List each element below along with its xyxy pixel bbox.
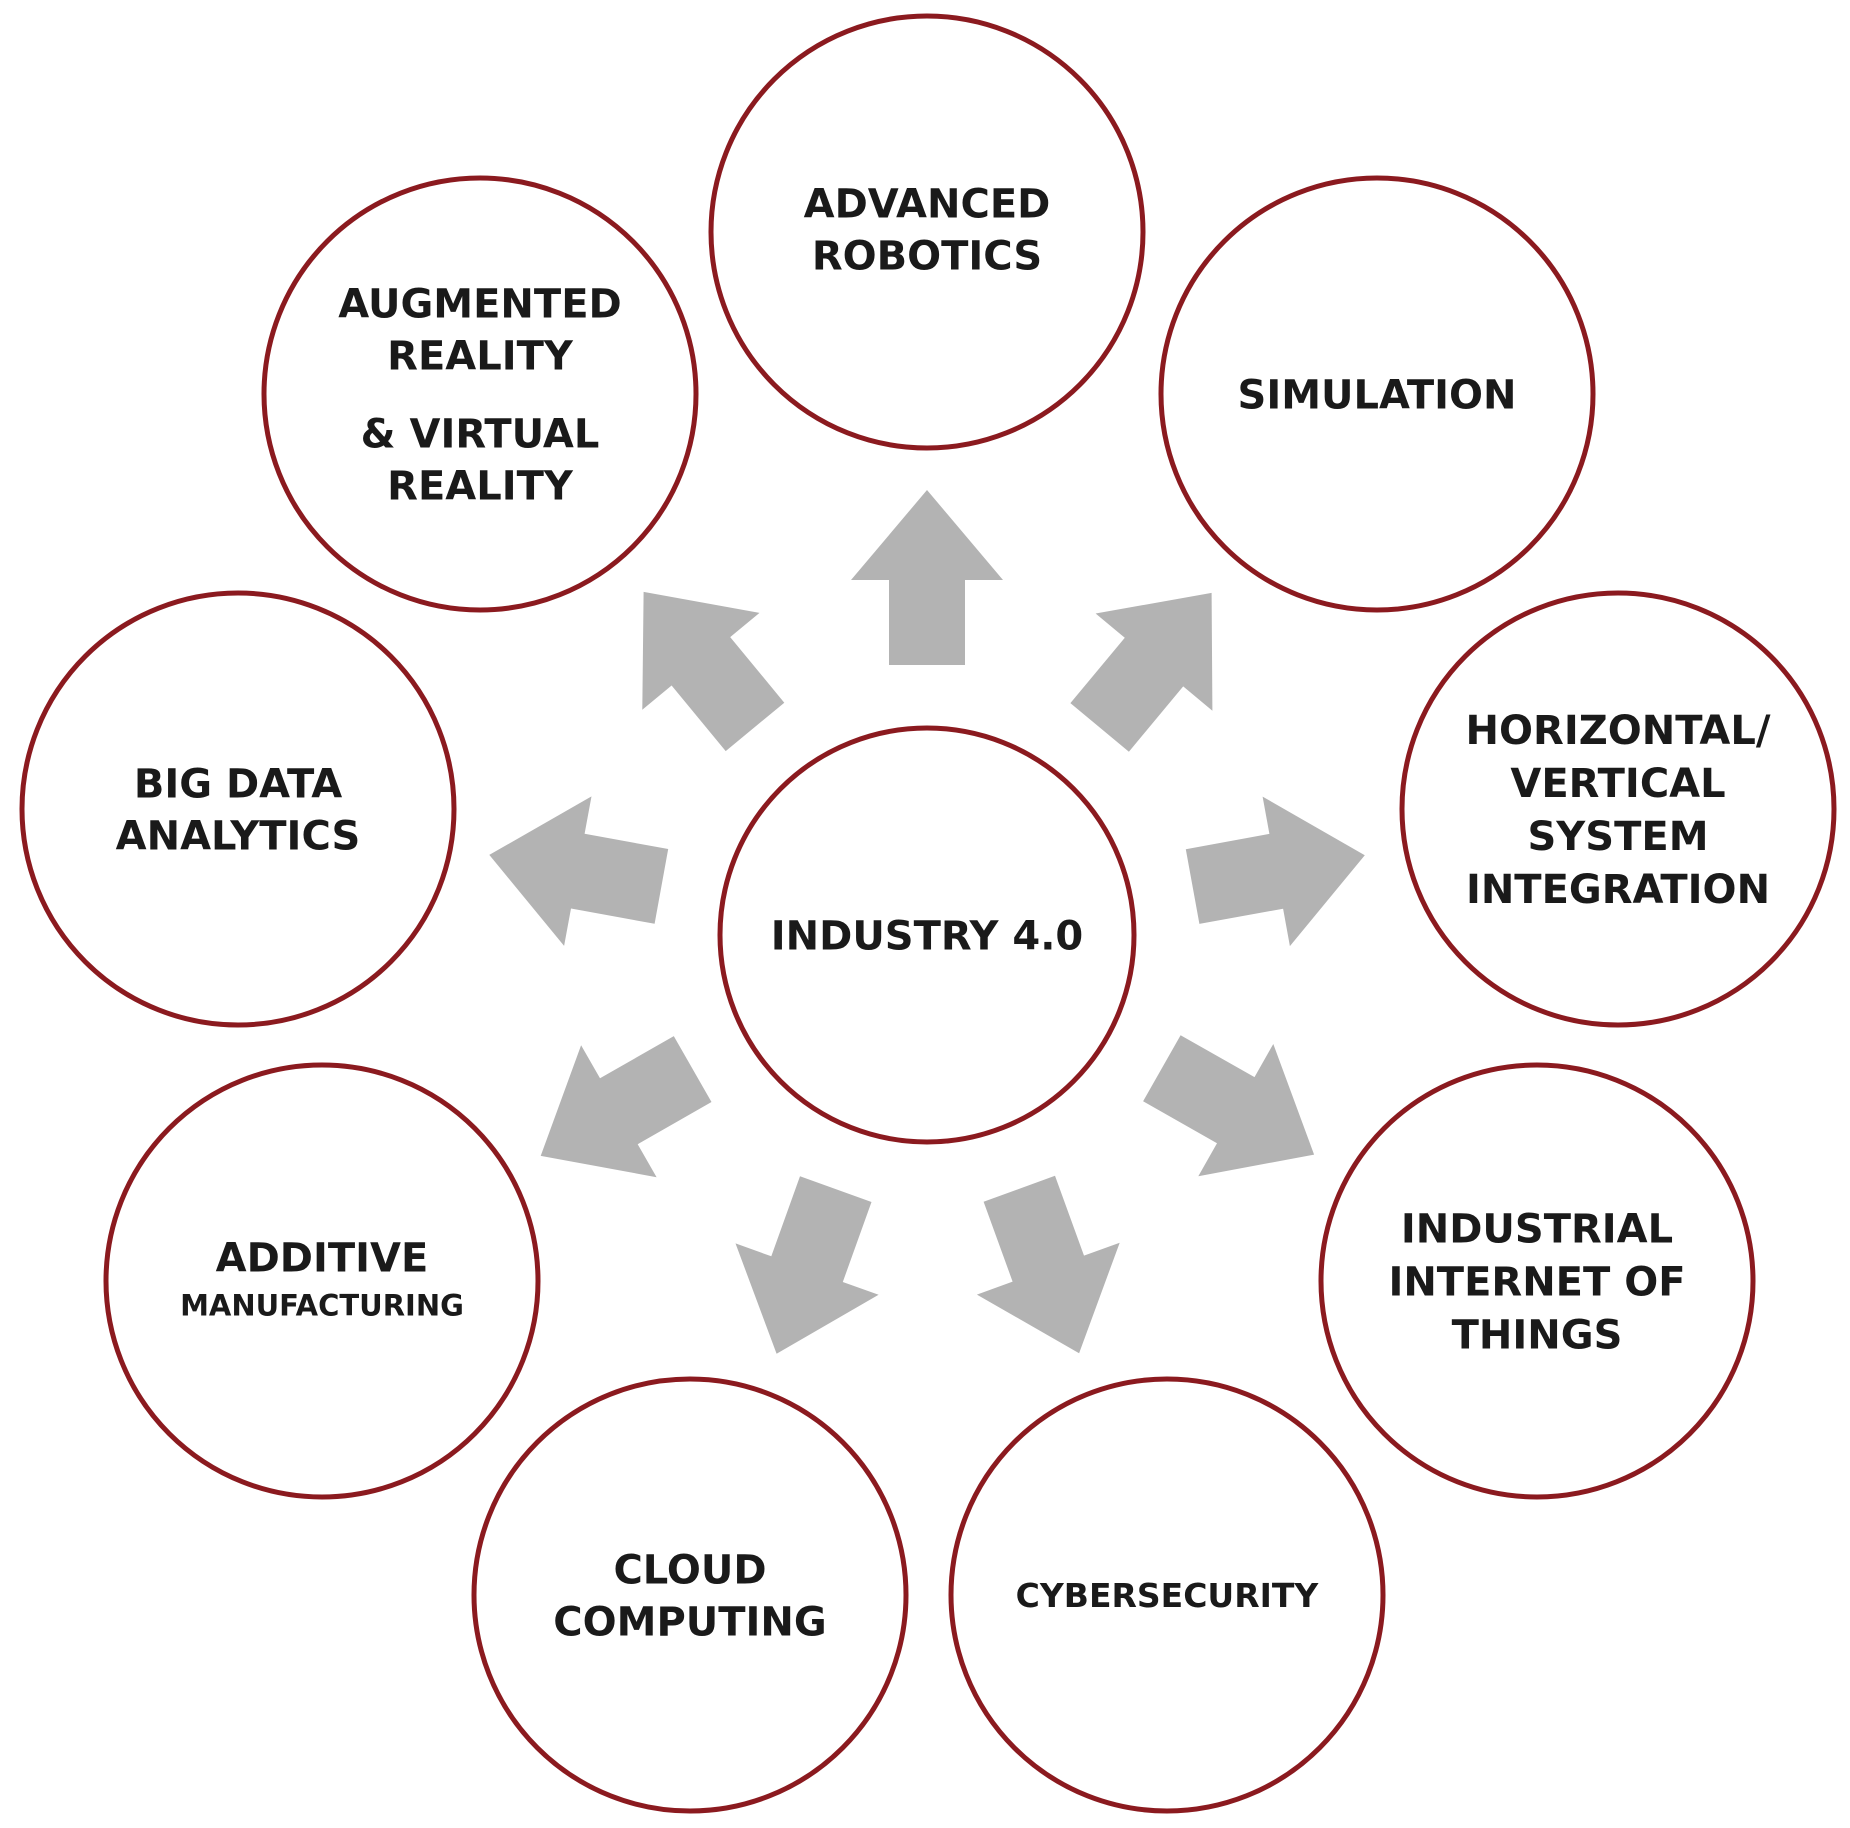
node-cybersecurity-label-line-1: CYBERSECURITY [1016,1576,1320,1615]
node-industrial-internet-of-things-label-line-3: THINGS [1452,1312,1623,1358]
arrows-group [489,490,1365,1354]
node-advanced-robotics-circle [708,13,1146,451]
nodes-group: INDUSTRY 4.0 ADVANCED ROBOTICS SIMULATION HO… [19,13,1837,1814]
node-industrial-internet-of-things-label-line-2: INTERNET OF [1388,1259,1685,1305]
node-big-data-analytics-circle [19,590,457,1028]
arrow-cybersecurity [976,1175,1120,1354]
arrow-big-data-analytics [489,796,669,946]
node-industrial-internet-of-things-circle [1318,1062,1756,1500]
node-cybersecurity-circle [948,1376,1386,1814]
node-advanced-robotics-label-line-2: ROBOTICS [812,233,1042,279]
arrow-augmented-virtual-reality [642,591,785,752]
node-cloud-computing-label-line-1: CLOUD [613,1547,766,1593]
node-horizontal-vertical-system-integration-label-line-1: HORIZONTAL/ [1466,708,1771,754]
node-cloud-computing: CLOUD COMPUTING [471,1376,909,1814]
center-node-label-line-1: INDUSTRY 4.0 [771,913,1084,959]
node-advanced-robotics-label-line-1: ADVANCED [804,181,1051,227]
node-simulation-label-line-1: SIMULATION [1238,372,1517,418]
node-augmented-virtual-reality-label-line-2: REALITY [387,333,574,379]
node-cloud-computing-label-line-2: COMPUTING [553,1599,826,1645]
arrow-cloud-computing [735,1176,879,1354]
node-cloud-computing-circle [471,1376,909,1814]
node-cybersecurity: CYBERSECURITY [948,1376,1386,1814]
arrow-additive-manufacturing [540,1036,712,1178]
node-augmented-virtual-reality-circle [261,175,699,613]
center-node: INDUSTRY 4.0 [717,725,1137,1145]
node-horizontal-vertical-system-integration-circle [1399,590,1837,1028]
node-horizontal-vertical-system-integration-label-line-2: VERTICAL [1510,761,1725,807]
node-additive-manufacturing-circle [103,1062,541,1500]
node-big-data-analytics-label-line-1: BIG DATA [134,761,342,807]
node-horizontal-vertical-system-integration: HORIZONTAL/VERTICAL SYSTEM INTEGRATION [1399,590,1837,1028]
node-augmented-virtual-reality-label-line-1: AUGMENTED [338,281,621,327]
node-horizontal-vertical-system-integration-label-line-4: INTEGRATION [1466,867,1770,913]
node-industrial-internet-of-things-label-line-1: INDUSTRIAL [1401,1206,1673,1252]
arrow-simulation [1070,592,1213,752]
center-node-circle [717,725,1137,1145]
arrow-horizontal-vertical-system-integration [1185,796,1365,947]
node-big-data-analytics: BIG DATA ANALYTICS [19,590,457,1028]
node-additive-manufacturing: ADDITIVE MANUFACTURING [103,1062,541,1500]
arrow-advanced-robotics [851,490,1003,665]
node-big-data-analytics-label-line-2: ANALYTICS [116,813,361,859]
node-simulation: SIMULATION [1158,175,1596,613]
node-augmented-virtual-reality: AUGMENTED REALITY & VIRTUAL REALITY [261,175,699,613]
node-industrial-internet-of-things: INDUSTRIAL INTERNET OF THINGS [1318,1062,1756,1500]
arrow-industrial-internet-of-things [1143,1035,1315,1177]
node-additive-manufacturing-label-line-1: ADDITIVE [216,1235,429,1281]
node-horizontal-vertical-system-integration-label-line-3: SYSTEM [1528,814,1709,860]
node-advanced-robotics: ADVANCED ROBOTICS [708,13,1146,451]
node-augmented-virtual-reality-label-line-3: & VIRTUAL [361,411,600,457]
node-augmented-virtual-reality-label-line-4: REALITY [387,463,574,509]
node-additive-manufacturing-label-line-2: MANUFACTURING [180,1288,464,1322]
node-simulation-circle [1158,175,1596,613]
